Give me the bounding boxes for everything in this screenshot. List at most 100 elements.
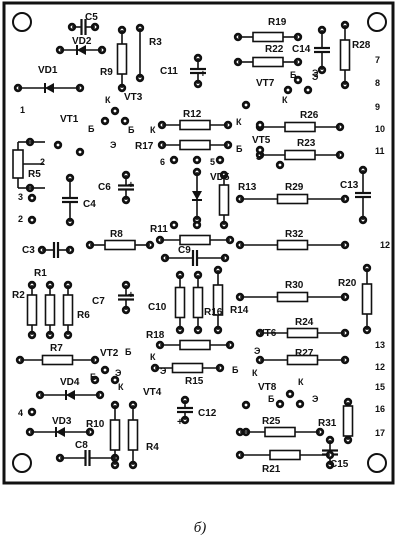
pin-marker: 7 <box>375 55 380 65</box>
solder-pad <box>93 378 97 382</box>
solder-pad <box>172 223 176 227</box>
label-c9: C9 <box>178 245 191 256</box>
label-r31: R31 <box>318 418 337 429</box>
solder-pad <box>258 148 262 152</box>
label-r1: R1 <box>34 268 47 279</box>
label-r16: R16 <box>204 307 223 318</box>
resistor <box>286 327 319 339</box>
resistor <box>212 284 224 316</box>
pin-marker: К <box>150 125 156 135</box>
solder-pad <box>278 402 282 406</box>
label-r23: R23 <box>297 138 316 149</box>
potentiometer <box>12 149 24 179</box>
resistor <box>62 294 74 326</box>
resistor <box>171 362 204 374</box>
label-c13: C13 <box>340 180 359 191</box>
label-r26: R26 <box>300 110 319 121</box>
resistor <box>109 419 121 451</box>
label-vd1: VD1 <box>38 65 58 76</box>
pin-marker: + <box>128 180 134 191</box>
pin-marker: + <box>200 69 206 80</box>
label-vt8: VT8 <box>258 382 277 393</box>
pin-marker: 2 <box>40 157 45 167</box>
label-c6: C6 <box>98 182 111 193</box>
pin-marker: Э <box>312 394 319 404</box>
pin-marker: 11 <box>375 146 385 156</box>
solder-pad <box>306 88 310 92</box>
pin-marker: Б <box>268 394 275 404</box>
pin-marker: Б <box>125 347 132 357</box>
diode <box>192 191 202 200</box>
solder-pad <box>30 218 34 222</box>
label-vt4: VT4 <box>143 387 162 398</box>
label-r20: R20 <box>338 278 357 289</box>
pin-marker: Б <box>290 70 297 80</box>
label-r5: R5 <box>28 169 41 180</box>
pin-marker: 15 <box>375 382 385 392</box>
resistor <box>252 31 284 43</box>
solder-pad <box>244 103 248 107</box>
label-c15: C15 <box>330 459 349 470</box>
label-r25: R25 <box>262 416 281 427</box>
label-r30: R30 <box>285 280 304 291</box>
resistor <box>284 121 316 133</box>
label-r10: R10 <box>86 419 105 430</box>
resistor <box>276 193 309 205</box>
pin-marker: 3 <box>18 192 23 202</box>
pin-marker: К <box>298 377 304 387</box>
solder-pad <box>278 163 282 167</box>
label-r12: R12 <box>183 109 202 120</box>
solder-pad <box>56 143 60 147</box>
solder-pad <box>30 410 34 414</box>
solder-pad <box>286 88 290 92</box>
pin-marker: Э <box>160 366 167 376</box>
pin-marker: К <box>150 352 156 362</box>
pin-marker: Э <box>256 152 263 162</box>
label-vt3: VT3 <box>124 92 143 103</box>
diode <box>77 45 86 55</box>
pin-marker: 12 <box>380 240 390 250</box>
solder-pad <box>244 403 248 407</box>
pin-marker: + <box>177 417 183 428</box>
pin-marker: 10 <box>375 124 385 134</box>
resistor <box>179 234 211 246</box>
label-vt5: VT5 <box>252 135 271 146</box>
label-c5: C5 <box>85 12 98 23</box>
label-vt7: VT7 <box>256 78 275 89</box>
label-r27: R27 <box>295 348 314 359</box>
pin-marker: 16 <box>375 404 385 414</box>
label-c4: C4 <box>83 199 96 210</box>
solder-pad <box>78 150 82 154</box>
diode <box>45 83 54 93</box>
resistor <box>252 56 284 68</box>
pin-marker: + <box>128 290 134 301</box>
label-c11: C11 <box>160 66 178 77</box>
resistor <box>127 419 139 451</box>
label-c3: C3 <box>22 245 35 256</box>
pin-marker: 6 <box>160 157 165 167</box>
label-c7: C7 <box>92 296 105 307</box>
pin-marker: Э <box>312 68 319 78</box>
resistor <box>284 149 316 161</box>
label-r4: R4 <box>146 442 159 453</box>
label-r14: R14 <box>230 305 249 316</box>
label-r22: R22 <box>265 44 284 55</box>
label-r3: R3 <box>149 37 162 48</box>
label-r32: R32 <box>285 229 304 240</box>
label-vd4: VD4 <box>60 377 80 388</box>
pin-marker: Б <box>90 372 97 382</box>
pin-marker: 8 <box>375 78 380 88</box>
label-vt6: VT6 <box>258 328 277 339</box>
solder-pad <box>103 368 107 372</box>
label-r24: R24 <box>295 317 314 328</box>
solder-pad <box>103 119 107 123</box>
resistor <box>192 286 204 319</box>
label-vd2: VD2 <box>72 36 92 47</box>
solder-pad <box>113 109 117 113</box>
pin-marker: К <box>236 117 242 127</box>
resistor <box>179 139 211 151</box>
diode <box>66 390 75 400</box>
pin-marker: К <box>118 382 124 392</box>
